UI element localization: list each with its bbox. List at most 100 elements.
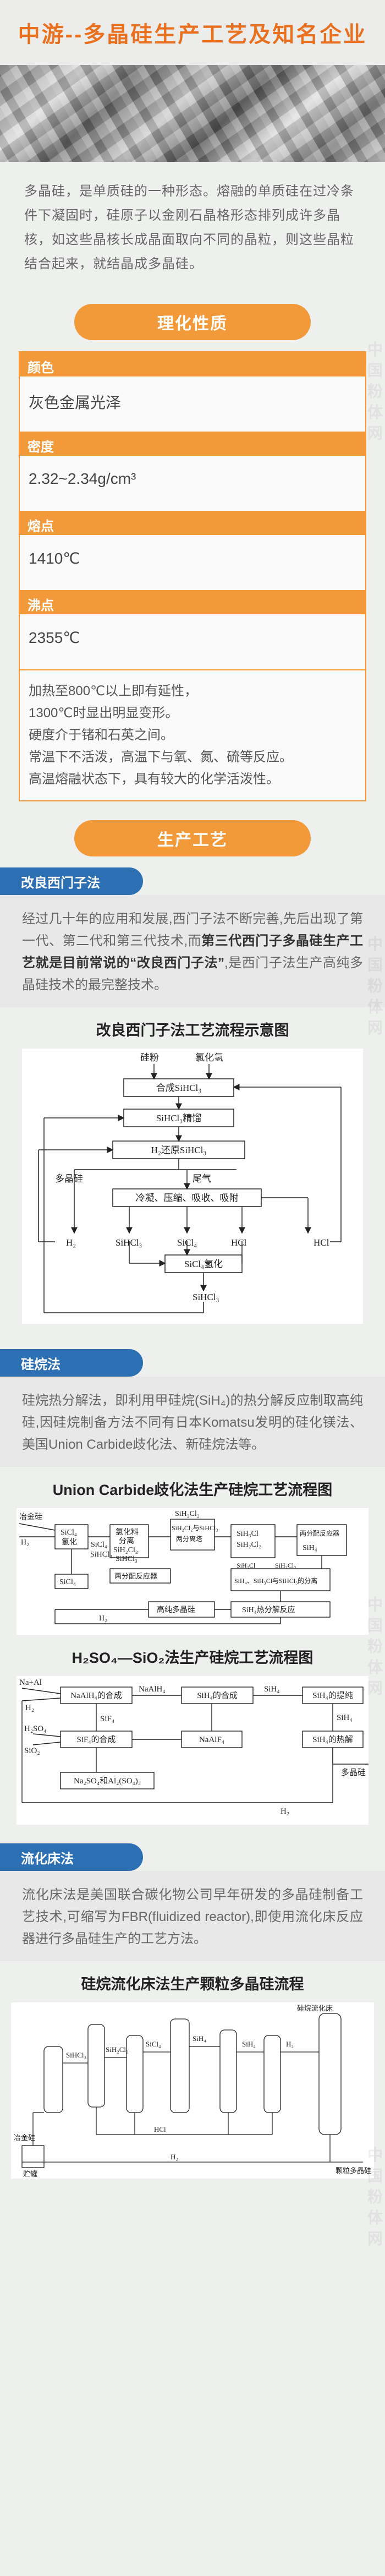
siemens-paragraph: 经过几十年的应用和发展,西门子法不断完善,先后出现了第一代、第二代和第三代技术,…: [0, 895, 385, 1007]
hs-h2b: H₂: [280, 1807, 289, 1816]
prop-label-density: 密度: [20, 432, 365, 456]
hs-naalh4a: NaAlH₄的合成: [70, 1691, 122, 1700]
hs-sih4syn: SiH₄的合成: [197, 1691, 238, 1700]
uc-sep1c: SiH₂Cl₂: [113, 1546, 138, 1554]
prop-note-line: 常温下不活泼，高温下与氧、氮、硫等反应。: [29, 750, 293, 765]
fbr-paragraph: 流化床法是美国联合碳化物公司早年研发的多晶硅制备工艺技术,可缩写为FBR(flu…: [0, 1871, 385, 1961]
hs-sih4dec: SiH₄的热解: [312, 1735, 353, 1744]
fbr-prod: 颗粒多晶硅: [336, 2166, 371, 2175]
intro-paragraph: 多晶硅，是单质硅的一种形态。熔融的单质硅在过冷条件下凝固时，硅原子以金刚石晶格形…: [24, 184, 354, 271]
prop-label-color: 颜色: [20, 352, 365, 376]
fbr-sih4: SiH₄: [193, 2034, 206, 2043]
header: 中游--多晶硅生产工艺及知名企业: [0, 0, 385, 65]
prop-label-boiling: 沸点: [20, 590, 365, 614]
fbr-h2b: H₂: [170, 2153, 178, 2161]
d-rect: SiHCl₃精馏: [156, 1113, 201, 1123]
uc-sihcl3a: SiHCl₃: [90, 1551, 112, 1559]
watermark: 中国粉体网: [366, 2147, 383, 2251]
hs-sif4: SiF₄: [100, 1715, 114, 1723]
uc-sep1a: 氯化料: [116, 1528, 139, 1537]
prop-note-line: 加热至800℃以上即有延性，: [29, 684, 197, 698]
uc-sih4a: SiH₄: [302, 1544, 317, 1552]
prop-value-density: 2.32~2.34g/cm³: [20, 456, 365, 511]
uc-sep1b: 分离: [119, 1536, 134, 1546]
d-hcl2: HCl: [231, 1237, 247, 1248]
d-silicon-powder: 硅粉: [140, 1052, 159, 1063]
fbr-sicl4: SiCl₄: [146, 2040, 161, 2048]
h2so4-flow-diagram: Na+Al H₂ NaAlH₄的合成 NaAlH₄ SiH₄的合成 SiH₄ S…: [16, 1676, 369, 1825]
hs-h2: H₂: [25, 1704, 34, 1712]
uc-reac2: 两分离塔: [176, 1535, 202, 1543]
uc-sih4b: SiH₃Cl: [237, 1562, 256, 1569]
uc-pur: SiH₄、SiH₃Cl与SiHCl₃的分离: [234, 1576, 317, 1585]
uc-reac: SiH₂Cl₂与SiHCl₃: [172, 1524, 218, 1532]
fbr-sih4c: SiH₄: [242, 2040, 256, 2048]
fbr-h2: H₂: [286, 2040, 294, 2048]
d-sicl4: SiCl₄: [177, 1237, 197, 1248]
section-banner-process: 生产工艺: [74, 820, 311, 856]
d-poly: 多晶硅: [55, 1174, 83, 1184]
uc-dec: SiH₄热分解反应: [242, 1605, 295, 1614]
page-title: 中游--多晶硅生产工艺及知名企业: [18, 23, 367, 47]
siemens-diagram-title: 改良西门子法工艺流程示意图: [96, 1022, 289, 1039]
uc-top1: SiH₂Cl₂: [175, 1510, 200, 1518]
siemens-text-bold: 第三代西门子多晶硅生产工艺就是目前常说的“改良西门子法”: [22, 934, 364, 970]
siemens-text-2: ,是西门子法生产高纯多晶硅技术的最完整技术。: [22, 956, 363, 992]
fbr-sih2cl2: SiH₂Cl₂: [106, 2045, 129, 2054]
uc-flow-diagram: 冶金硅 H₂ SiCl₄ 氢化 SiCl₄ SiHCl₃ SiCl₄ 氯化料 分…: [16, 1508, 369, 1635]
hs-sih4dist: SiH₄的提纯: [312, 1691, 353, 1700]
hs-poly: 多晶硅: [341, 1768, 366, 1777]
watermark: 中国粉体网: [366, 341, 383, 446]
properties-table: 颜色 灰色金属光泽 密度 2.32~2.34g/cm³ 熔点 1410℃ 沸点 …: [19, 351, 366, 801]
uc-diagram-title: Union Carbide歧化法生产硅烷工艺流程图: [52, 1482, 333, 1498]
section-tag-fbr: 流化床法: [0, 1843, 143, 1871]
uc-mid2: SiH₂Cl₂: [237, 1541, 261, 1549]
uc-hydro: 氢化: [62, 1538, 77, 1547]
uc-met: 冶金硅: [19, 1513, 42, 1521]
uc-sicl4b: SiCl₄: [91, 1541, 107, 1549]
fbr-flow-diagram: SiHCl₃ SiH₂Cl₂ SiCl₄ SiH₄ 硅烷流化床 颗粒多晶硅 H₂…: [11, 2002, 374, 2179]
uc-sicl4a: SiCl₄: [61, 1529, 77, 1537]
d-hcl3: HCl: [314, 1237, 329, 1248]
fbr-hcl: HCl: [154, 2125, 166, 2133]
fbr-diagram-title: 硅烷流化床法生产颗粒多晶硅流程: [81, 1976, 304, 1993]
silane-paragraph: 硅烷热分解法，即利用甲硅烷(SiH₄)的热分解反应制取高纯硅,因硅烷制备方法不同…: [0, 1377, 385, 1467]
d-tail: 尾气: [193, 1174, 211, 1184]
d-sihcl3: SiHCl₃: [116, 1237, 142, 1248]
d-hcl: 氯化氢: [195, 1052, 223, 1063]
prop-label-melting: 熔点: [20, 511, 365, 535]
hs-byproduct: Na₂SO₄和Al₂(SO₄)₃: [74, 1776, 141, 1786]
prop-value-melting: 1410℃: [20, 535, 365, 590]
prop-value-color: 灰色金属光泽: [20, 376, 365, 432]
d-sicl4h: SiCl₄氢化: [184, 1259, 223, 1269]
siemens-text-1: 经过几十年的应用和发展,西门子法不断完善,先后出现了第一代、第二代和第三代技术,…: [22, 912, 363, 948]
d-h2red: H₂还原SiHCl₃: [151, 1145, 207, 1155]
uc-sicl4c: SiCl₄: [59, 1578, 76, 1586]
uc-h2b: H₂: [99, 1614, 107, 1623]
prop-note-line: 1300℃时显出明显变形。: [29, 706, 179, 721]
uc-dist: 两分配反应器: [300, 1529, 339, 1537]
fbr-sihcl3: SiHCl₃: [66, 2051, 86, 2059]
hero-image-polysilicon: [0, 65, 385, 162]
uc-hp: 高纯多晶硅: [157, 1605, 195, 1614]
hs-sih4b: SiH₄: [337, 1713, 353, 1722]
uc-mid: SiH₃Cl: [237, 1530, 258, 1538]
fbr-met: 冶金硅: [14, 2133, 35, 2142]
uc-sih4c: SiH₂Cl₂: [275, 1562, 296, 1569]
h2so4-diagram-title: H₂SO₄—SiO₂法生产硅烷工艺流程图: [72, 1650, 314, 1666]
d-recover: 冷凝、压缩、吸收、吸附: [136, 1193, 239, 1203]
hs-naal: Na+Al: [19, 1678, 42, 1687]
prop-notes: 加热至800℃以上即有延性， 1300℃时显出明显变形。 硬度介于锗和石英之间。…: [20, 669, 365, 800]
uc-h2: H₂: [21, 1538, 29, 1547]
watermark: 中国粉体网: [366, 936, 383, 1040]
section-banner-properties: 理化性质: [74, 304, 311, 340]
section-tag-siemens: 改良西门子法: [0, 867, 143, 895]
siemens-flow-diagram: 硅粉 氯化氢 合成SiHCl₃ SiHCl₃精馏 H₂还原SiHCl₃ 多晶硅 …: [22, 1049, 363, 1324]
fbr-stor: 贮罐: [23, 2170, 37, 2178]
uc-sep1d: SiHCl₃: [116, 1555, 138, 1563]
hs-naalf4: NaAlF₄: [199, 1735, 224, 1744]
d-synth: 合成SiHCl₃: [156, 1083, 202, 1093]
uc-two-sep: 两分配反应器: [114, 1572, 157, 1580]
hs-sih4: SiH₄: [264, 1685, 280, 1694]
prop-value-boiling: 2355℃: [20, 614, 365, 669]
